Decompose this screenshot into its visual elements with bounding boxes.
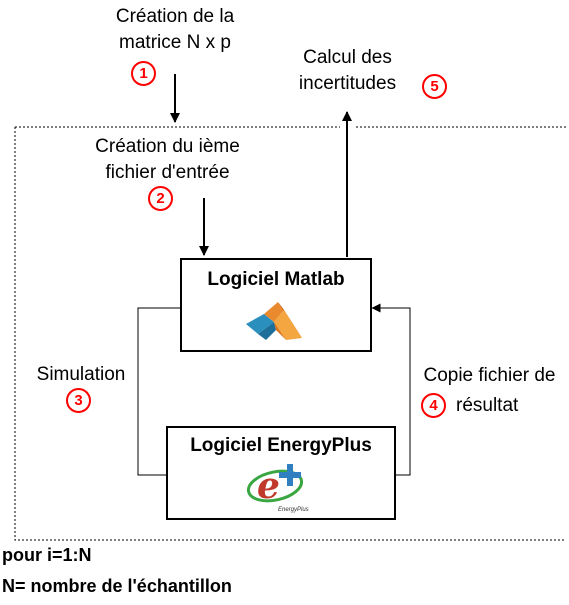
energyplus-box-title: Logiciel EnergyPlus xyxy=(190,435,372,456)
energyplus-logo-icon: e xyxy=(246,464,304,507)
svg-text:e: e xyxy=(257,465,280,507)
step4-label-line1: Copie fichier de xyxy=(423,365,556,386)
step3-number: 3 xyxy=(66,388,91,413)
matlab-box: Logiciel Matlab xyxy=(180,258,372,352)
arrow-simulation xyxy=(137,307,180,480)
step1-number: 1 xyxy=(131,61,156,86)
step2-number: 2 xyxy=(148,186,173,211)
energyplus-logo-caption: EnergyPlus xyxy=(278,507,309,513)
arrow-result-copy xyxy=(371,303,411,476)
step1-label: Création de la matrice N x p xyxy=(115,6,235,53)
footer-sample-definition: N= nombre de l'échantillon xyxy=(2,576,232,596)
step5-number: 5 xyxy=(422,74,447,99)
footer-loop-index: pour i=1:N xyxy=(2,545,92,565)
energyplus-box: Logiciel EnergyPlus e EnergyPlus xyxy=(166,426,396,520)
step4-number: 4 xyxy=(421,393,446,418)
step5-label: Calcul des incertitudes xyxy=(298,47,397,94)
loop-frame xyxy=(14,126,566,541)
step4-label-line2: résultat xyxy=(456,395,519,416)
matlab-logo-icon xyxy=(246,302,302,340)
step2-label: Création du ième fichier d'entrée xyxy=(95,136,240,183)
step3-label: Simulation xyxy=(36,364,126,385)
matlab-box-title: Logiciel Matlab xyxy=(207,269,345,290)
